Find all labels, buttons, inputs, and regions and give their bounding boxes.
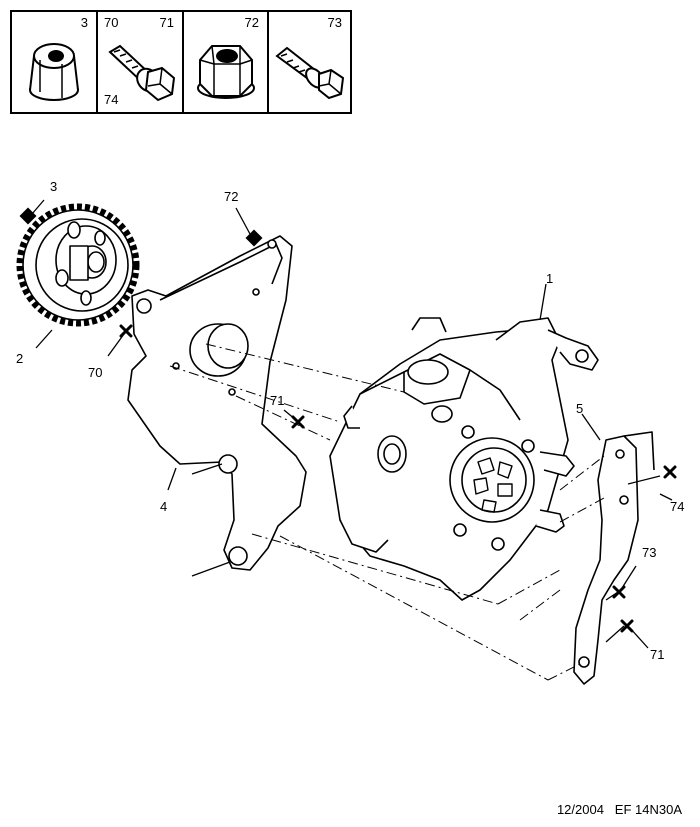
pressure-sensor — [547, 329, 599, 371]
callout-71-lower: 71 — [650, 647, 665, 662]
hex-nut-icon — [197, 45, 255, 99]
callout-5: 5 — [576, 401, 584, 416]
legend-label-71: 71 — [159, 15, 174, 30]
callout-74: 74 — [670, 499, 685, 514]
legend-cell-70-71-74: 70 71 74 — [98, 12, 184, 112]
callout-72: 72 — [224, 189, 239, 204]
flange-bolt-icon — [108, 44, 176, 102]
legend-label-70: 70 — [104, 15, 119, 30]
drawing-reference: 12/2004 EF 14N30A — [557, 802, 682, 817]
callout-4: 4 — [160, 499, 168, 514]
pump-bracket — [127, 235, 307, 571]
flange-nut-icon — [29, 43, 79, 101]
callout-2: 2 — [16, 351, 24, 366]
callout-3: 3 — [50, 179, 58, 194]
legend-label-74: 74 — [104, 92, 119, 107]
legend-cell-72: 72 — [184, 12, 269, 112]
bolt-markers — [119, 324, 677, 633]
legend-label-72: 72 — [244, 15, 259, 30]
legend-cell-3: 3 — [12, 12, 98, 112]
callout-70: 70 — [88, 365, 103, 380]
callout-1: 1 — [546, 271, 554, 286]
callout-73: 73 — [642, 545, 657, 560]
sprocket-gear — [16, 203, 140, 327]
leader-lines — [31, 199, 673, 649]
drawing-date: 12/2004 — [556, 802, 604, 817]
support-bracket — [573, 431, 655, 685]
legend-label-3: 3 — [80, 15, 88, 30]
assembly-lines — [169, 343, 605, 681]
legend-label-73: 73 — [327, 15, 342, 30]
legend-cell-73: 73 — [269, 12, 350, 112]
fuel-pump — [329, 317, 575, 601]
bolt-washer-icon — [275, 46, 345, 100]
callout-71-upper: 71 — [270, 393, 285, 408]
drawing-code: EF 14N30A — [614, 802, 682, 817]
parts-legend: 3 70 71 74 72 — [10, 10, 352, 114]
